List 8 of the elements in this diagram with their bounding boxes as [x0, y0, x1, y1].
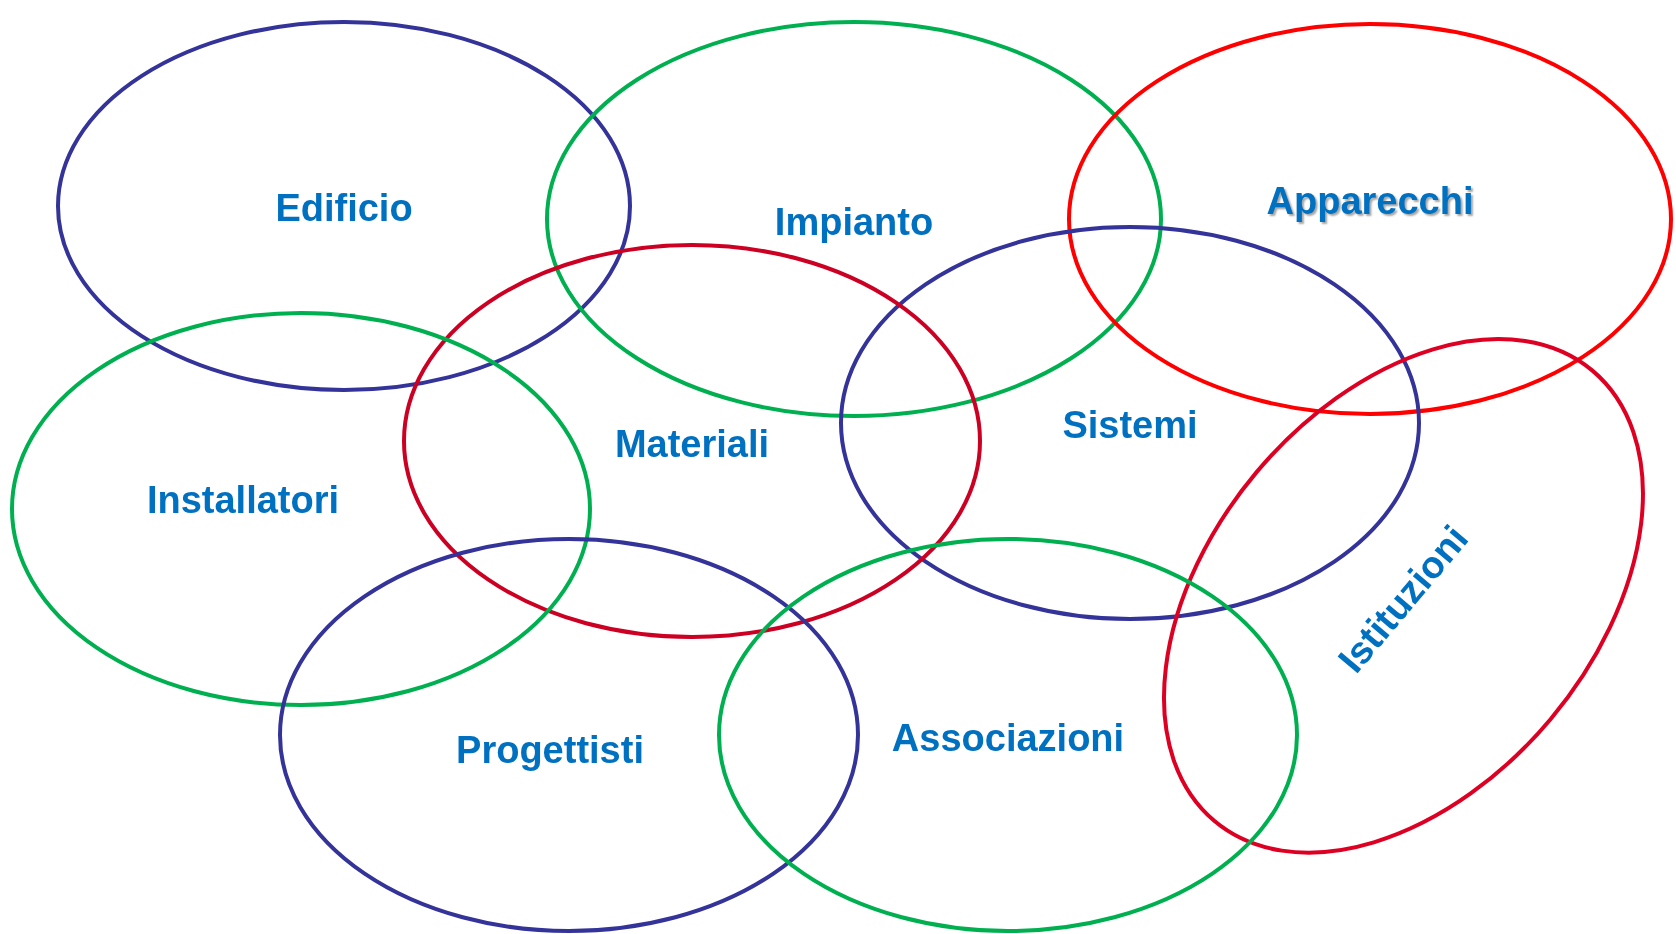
category-label: Materiali [614, 425, 770, 463]
category-label: Impianto [774, 203, 934, 241]
category-label: Apparecchi [1266, 182, 1474, 220]
category-label: Sistemi [1062, 406, 1198, 444]
category-label: Associazioni [891, 719, 1125, 757]
category-label: Edificio [275, 189, 413, 227]
category-label: Installatori [146, 481, 340, 519]
category-label: Progettisti [456, 731, 644, 769]
